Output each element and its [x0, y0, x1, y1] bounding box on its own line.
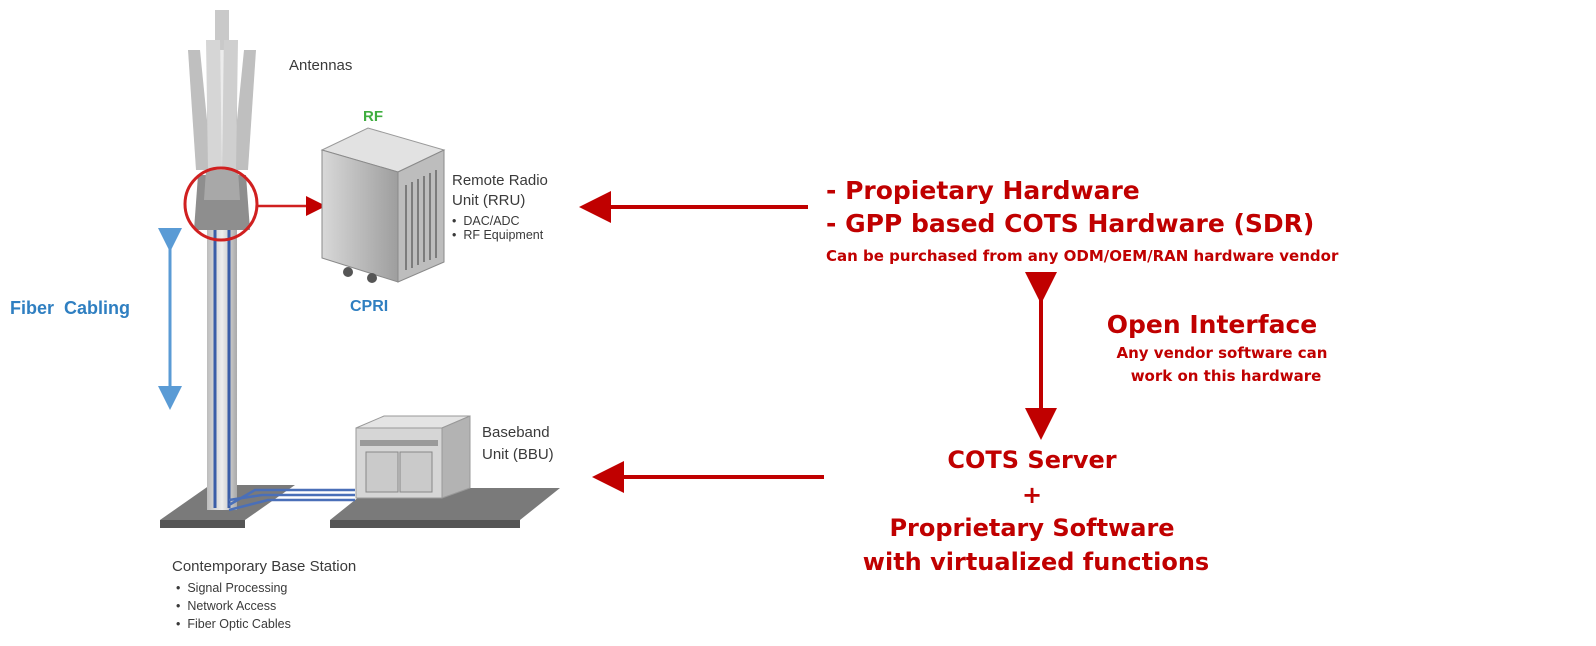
cots-server-line: COTS Server: [947, 446, 1117, 474]
rru-title-line2: Unit (RRU): [452, 192, 526, 209]
server-plus-sign: +: [1021, 481, 1043, 509]
open-interface-note-line2: work on this hardware: [1130, 367, 1322, 385]
open-interface-note-line1: Any vendor software can: [1116, 344, 1328, 362]
fiber-cabling-label: Fiber Cabling: [10, 298, 131, 318]
antenna-panels-icon: [188, 40, 256, 230]
list-item: • Signal Processing: [176, 581, 288, 595]
base-station-bullet-1: Signal Processing: [187, 581, 288, 595]
bbu-title-line1: Baseband: [482, 424, 550, 441]
antennas-label: Antennas: [289, 57, 353, 74]
virtualized-functions-line: with virtualized functions: [862, 548, 1210, 576]
rru-device-icon: [320, 127, 446, 283]
base-station-bullet-list: • Signal Processing • Network Access • F…: [176, 579, 291, 633]
rru-bullet-1: DAC/ADC: [463, 214, 520, 228]
rru-bullet-2: RF Equipment: [463, 228, 544, 242]
list-item: • RF Equipment: [452, 228, 544, 242]
cots-hardware-line: - GPP based COTS Hardware (SDR): [826, 209, 1315, 238]
base-station-title: Contemporary Base Station: [172, 558, 357, 575]
list-item: • DAC/ADC: [452, 214, 520, 228]
list-item: • Network Access: [176, 599, 277, 613]
open-interface-title: Open Interface: [1106, 310, 1318, 339]
proprietary-hardware-line: - Propietary Hardware: [826, 176, 1140, 205]
base-station-bullet-2: Network Access: [187, 599, 277, 613]
ground-fiber-cables: [228, 488, 355, 512]
rf-label: RF: [363, 108, 383, 125]
hardware-vendor-note: Can be purchased from any ODM/OEM/RAN ha…: [826, 247, 1339, 265]
rru-highlight-circle: [183, 166, 259, 242]
bbu-cabinet-icon: [355, 415, 471, 499]
rru-bullet-list: • DAC/ADC • RF Equipment: [452, 214, 543, 242]
bbu-title-line2: Unit (BBU): [482, 446, 554, 463]
cpri-label: CPRI: [350, 298, 389, 315]
proprietary-software-line: Proprietary Software: [889, 514, 1175, 542]
list-item: • Fiber Optic Cables: [176, 617, 291, 631]
rru-title-line1: Remote Radio: [452, 172, 548, 189]
base-station-bullet-3: Fiber Optic Cables: [187, 617, 291, 631]
